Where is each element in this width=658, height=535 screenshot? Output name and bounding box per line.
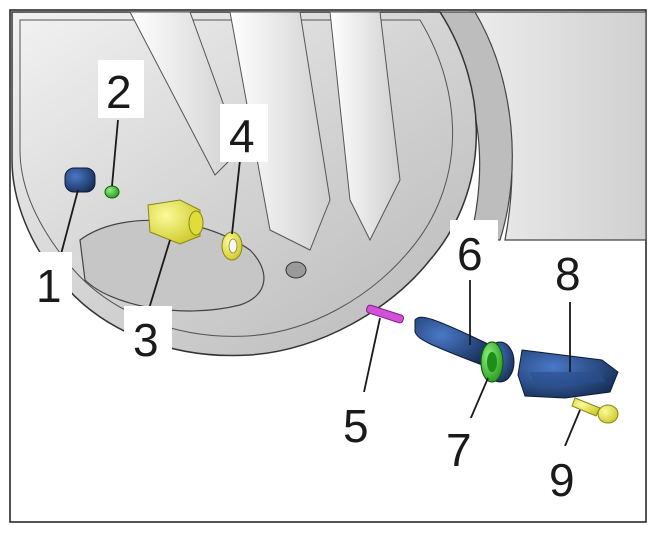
callout-8: 8 bbox=[555, 248, 581, 300]
part-2-valve-core bbox=[104, 185, 120, 199]
part-8-tpms-sensor bbox=[517, 349, 619, 399]
leader-lines bbox=[59, 119, 581, 447]
rim-spoke bbox=[329, 11, 401, 242]
part-4-washer bbox=[221, 231, 243, 261]
callout-6: 6 bbox=[457, 228, 483, 280]
callout-9: 9 bbox=[549, 454, 575, 506]
callout-4: 4 bbox=[229, 110, 255, 162]
callout-1: 1 bbox=[36, 260, 62, 312]
callout-3: 3 bbox=[133, 314, 159, 366]
part-3-union-nut bbox=[147, 199, 204, 245]
callout-2: 2 bbox=[106, 66, 132, 118]
part-5-valve-insert bbox=[365, 304, 405, 324]
callout-7: 7 bbox=[446, 424, 472, 476]
valve-hole bbox=[285, 261, 307, 279]
rim-spoke bbox=[229, 11, 331, 251]
part-7-seal-ring bbox=[480, 341, 504, 383]
callout-5: 5 bbox=[343, 400, 369, 452]
part-9-torx-screw bbox=[571, 397, 619, 424]
part-1-valve-cap bbox=[64, 167, 96, 193]
callout-labels: 1 2 3 4 5 6 7 8 9 bbox=[30, 60, 596, 506]
